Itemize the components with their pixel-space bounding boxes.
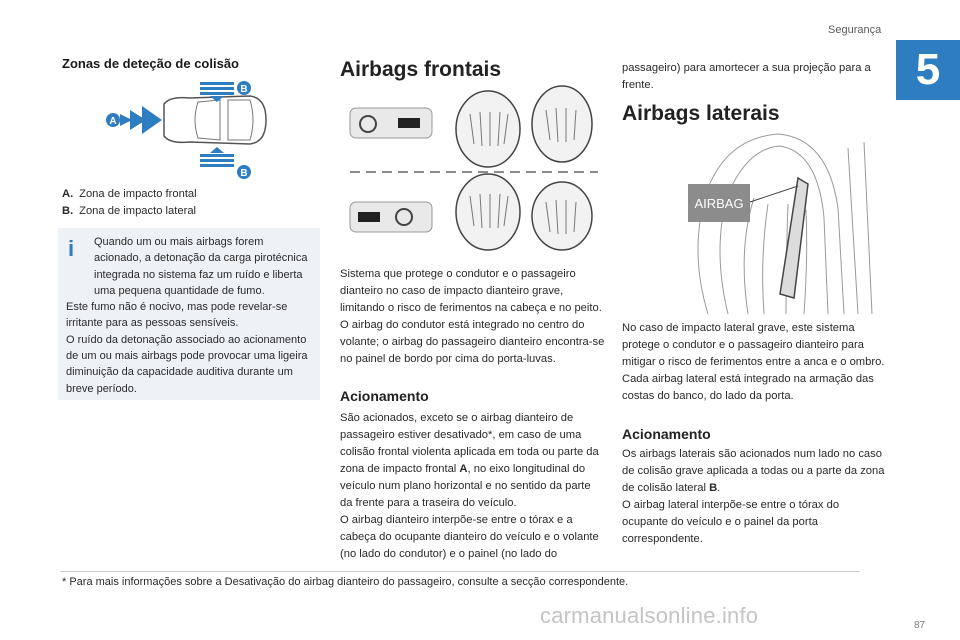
zone-b-top-label: B: [240, 84, 247, 95]
airbag-driver-icon: [455, 90, 521, 168]
collision-zones-diagram: A B B: [106, 81, 267, 179]
frontal-intro: Sistema que protege o condutor e o passa…: [340, 266, 605, 368]
frontal-activation-text: São acionados, exceto se o airbag diante…: [340, 410, 605, 563]
footnote-divider: [60, 571, 860, 572]
airbag-label: AIRBAG: [694, 196, 743, 211]
side-intro-p1: No caso de impacto lateral grave, este s…: [622, 322, 885, 368]
frontal-continuation: passageiro) para amortecer a sua projeçã…: [622, 62, 871, 91]
watermark: carmanualsonline.info: [540, 603, 759, 628]
footnote: * Para mais informações sobre a Desativa…: [62, 576, 629, 588]
front-impact-arrows: [120, 106, 162, 134]
zone-legend: A. Zona de impacto frontal B. Zona de im…: [62, 186, 197, 220]
zone-a-label: A: [109, 116, 116, 127]
side-airbags-title: Airbags laterais: [622, 102, 780, 125]
info-text-1: Quando um ou mais airbags forem acionado…: [94, 236, 308, 297]
steering-wheel-icon: [359, 115, 377, 133]
page-number: 87: [914, 620, 926, 631]
side-activation-title: Acionamento: [622, 426, 711, 442]
frontal-airbags-title: Airbags frontais: [340, 58, 502, 81]
info-text-2: Este fumo não é nocivo, mas pode revelar…: [66, 301, 288, 330]
info-icon: i: [67, 236, 75, 261]
legend-item-a: A. Zona de impacto frontal: [62, 188, 197, 200]
collision-zones-title: Zonas de deteção de colisão: [62, 56, 239, 71]
frontal-activation-p2: O airbag dianteiro interpõe-se entre o t…: [340, 514, 599, 560]
zone-b-bottom-label: B: [240, 168, 247, 179]
car-outline: [163, 95, 267, 145]
lateral-impact-arrows-bottom: [200, 147, 234, 167]
chapter-number-tab: 5: [896, 40, 960, 100]
side-activation-p2: O airbag lateral interpõe-se entre o tór…: [622, 499, 840, 545]
lateral-impact-arrows-top: [200, 82, 234, 102]
frontal-activation-title: Acionamento: [340, 388, 429, 404]
legend-item-b: B. Zona de impacto lateral: [62, 205, 197, 217]
side-activation-text: Os airbags laterais são acionados num la…: [622, 446, 887, 548]
side-intro-p2: Cada airbag lateral está integrado na ar…: [622, 373, 874, 402]
side-activation-p1: Os airbags laterais são acionados num la…: [622, 448, 885, 494]
info-box: i Quando um ou mais airbags forem aciona…: [58, 228, 320, 400]
side-airbag-seat-illustration: AIRBAG: [688, 133, 873, 314]
section-label: Segurança: [828, 24, 882, 36]
steering-wheel-icon-2: [395, 208, 413, 226]
side-airbag-module: [779, 176, 809, 299]
frontal-airbags-illustration: [340, 84, 602, 254]
side-intro: No caso de impacto lateral grave, este s…: [622, 320, 887, 405]
frontal-activation-p1: São acionados, exceto se o airbag diante…: [340, 412, 599, 509]
airbag-passenger-icon: [531, 85, 593, 163]
info-text-3: O ruído da detonação associado ao aciona…: [66, 333, 308, 395]
frontal-intro-p2: O airbag do condutor está integrado no c…: [340, 319, 605, 365]
frontal-intro-p1: Sistema que protege o condutor e o passa…: [340, 268, 602, 314]
